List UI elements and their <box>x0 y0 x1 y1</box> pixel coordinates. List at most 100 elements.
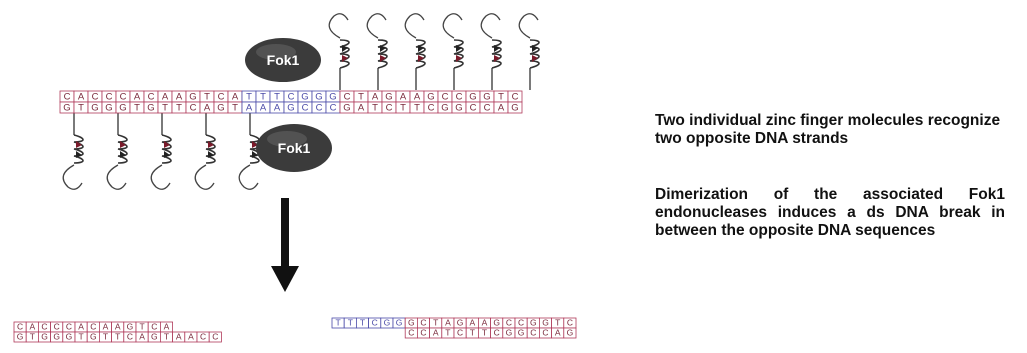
svg-text:T: T <box>162 103 168 114</box>
zinc-finger-domains-bottom <box>63 113 259 189</box>
zinc-finger-bottom-2 <box>107 113 127 189</box>
svg-text:A: A <box>246 103 253 114</box>
svg-text:G: G <box>189 92 196 103</box>
svg-text:C: C <box>420 328 426 338</box>
svg-text:T: T <box>358 92 364 103</box>
svg-text:G: G <box>457 318 464 328</box>
svg-text:A: A <box>78 92 85 103</box>
svg-text:G: G <box>147 103 154 114</box>
svg-text:T: T <box>30 332 35 342</box>
svg-text:A: A <box>232 92 239 103</box>
fok1-enzyme-top: Fok1 <box>245 38 321 82</box>
svg-text:A: A <box>498 103 505 114</box>
svg-text:C: C <box>506 318 512 328</box>
svg-text:T: T <box>78 332 83 342</box>
fok1-label-top: Fok1 <box>267 52 300 68</box>
svg-text:G: G <box>493 318 500 328</box>
svg-text:G: G <box>63 103 70 114</box>
svg-text:A: A <box>188 332 194 342</box>
svg-text:A: A <box>103 322 109 332</box>
svg-text:G: G <box>41 332 48 342</box>
svg-text:C: C <box>386 103 393 114</box>
svg-text:C: C <box>372 318 378 328</box>
svg-text:G: G <box>441 103 448 114</box>
svg-text:G: G <box>542 318 549 328</box>
svg-text:T: T <box>232 103 238 114</box>
svg-text:C: C <box>484 103 491 114</box>
svg-text:G: G <box>151 332 158 342</box>
svg-text:G: G <box>217 103 224 114</box>
svg-text:C: C <box>330 103 337 114</box>
svg-text:G: G <box>427 92 434 103</box>
svg-text:T: T <box>164 332 169 342</box>
svg-text:G: G <box>91 103 98 114</box>
svg-text:A: A <box>400 92 407 103</box>
svg-text:C: C <box>442 92 449 103</box>
svg-text:C: C <box>41 322 47 332</box>
svg-text:G: G <box>511 103 518 114</box>
fok1-label-bottom: Fok1 <box>278 140 311 156</box>
svg-text:C: C <box>92 92 99 103</box>
svg-text:C: C <box>494 328 500 338</box>
svg-text:C: C <box>148 92 155 103</box>
svg-text:G: G <box>53 332 60 342</box>
svg-text:C: C <box>90 322 96 332</box>
svg-text:C: C <box>151 322 157 332</box>
svg-text:T: T <box>139 322 144 332</box>
svg-text:G: G <box>483 92 490 103</box>
svg-text:T: T <box>134 103 140 114</box>
svg-text:T: T <box>204 92 210 103</box>
svg-text:T: T <box>470 328 475 338</box>
zinc-finger-top-2 <box>367 14 387 90</box>
zinc-finger-domains-top <box>329 14 539 90</box>
svg-text:C: C <box>218 92 225 103</box>
svg-text:A: A <box>164 322 170 332</box>
svg-text:G: G <box>469 92 476 103</box>
svg-text:T: T <box>482 328 487 338</box>
svg-text:T: T <box>498 92 504 103</box>
svg-text:C: C <box>106 92 113 103</box>
zinc-finger-bottom-3 <box>151 113 171 189</box>
svg-text:G: G <box>343 103 350 114</box>
svg-text:T: T <box>274 92 280 103</box>
svg-text:G: G <box>506 328 513 338</box>
svg-text:C: C <box>530 328 536 338</box>
svg-text:G: G <box>329 92 336 103</box>
svg-text:C: C <box>344 92 351 103</box>
svg-text:G: G <box>385 92 392 103</box>
svg-text:T: T <box>414 103 420 114</box>
svg-text:G: G <box>119 103 126 114</box>
svg-text:C: C <box>64 92 71 103</box>
svg-text:G: G <box>127 322 134 332</box>
svg-text:C: C <box>567 318 573 328</box>
svg-text:G: G <box>287 103 294 114</box>
svg-text:A: A <box>139 332 145 342</box>
down-arrow-icon <box>271 198 299 292</box>
svg-text:A: A <box>274 103 281 114</box>
zinc-finger-bottom-5 <box>239 113 259 189</box>
svg-text:C: C <box>17 322 23 332</box>
svg-text:T: T <box>400 103 406 114</box>
svg-text:T: T <box>260 92 266 103</box>
svg-text:G: G <box>90 332 97 342</box>
svg-text:A: A <box>469 318 475 328</box>
zinc-finger-top-3 <box>405 14 425 90</box>
svg-text:C: C <box>212 332 218 342</box>
svg-text:T: T <box>115 332 120 342</box>
svg-text:T: T <box>348 318 353 328</box>
svg-text:C: C <box>190 103 197 114</box>
svg-text:A: A <box>555 328 561 338</box>
svg-text:C: C <box>470 103 477 114</box>
svg-text:A: A <box>414 92 421 103</box>
svg-text:G: G <box>105 103 112 114</box>
svg-text:G: G <box>315 92 322 103</box>
svg-text:A: A <box>176 332 182 342</box>
svg-text:C: C <box>316 103 323 114</box>
